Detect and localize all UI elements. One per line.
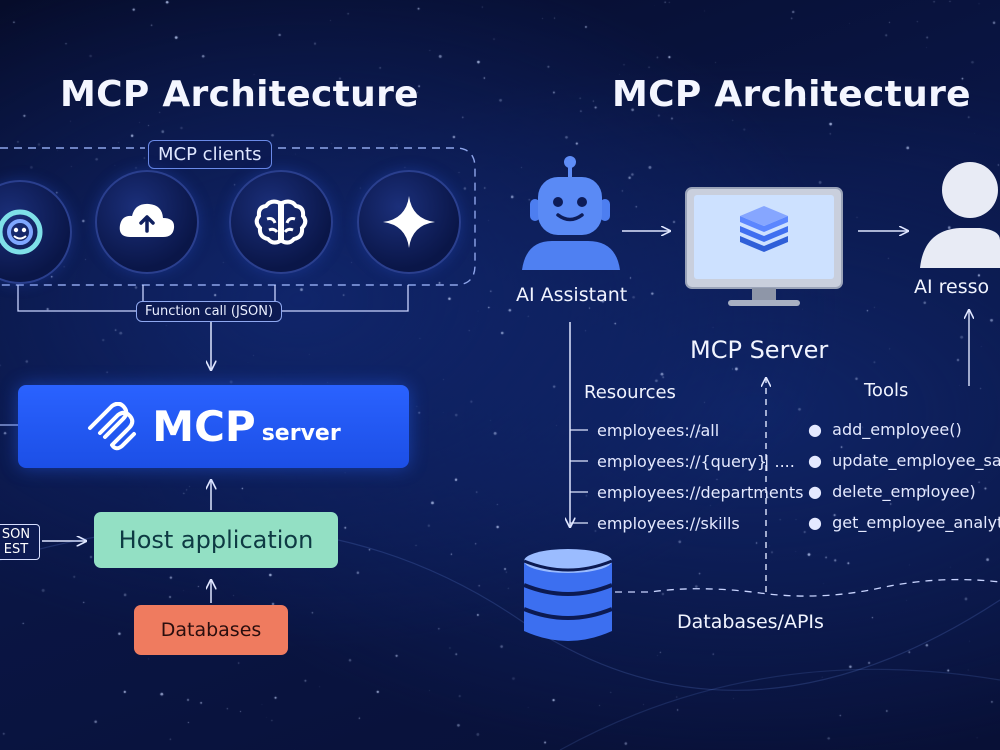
mcp-server-title: MCP (152, 402, 256, 451)
function-call-label: Function call (JSON) (136, 301, 283, 322)
mcp-server-monitor-icon (685, 187, 843, 306)
resources-ellipsis: | .... (764, 452, 795, 471)
database-cylinder-icon (523, 549, 613, 641)
cloud-upload-icon (119, 203, 175, 237)
tool-item-label: delete_employee) (832, 482, 976, 501)
tool-item[interactable]: ● get_employee_analyt (808, 513, 1000, 532)
robot-assistant-icon (522, 156, 620, 270)
json-rest-line1: SON (1, 527, 31, 542)
tool-item-label: get_employee_analyt (832, 513, 1000, 532)
resources-heading: Resources (584, 382, 676, 403)
bullet-icon: ● (808, 420, 822, 439)
ai-resource-label: AI resso (914, 276, 990, 298)
bullet-icon: ● (808, 482, 822, 501)
resource-item[interactable]: employees://{query} (597, 452, 768, 471)
mcp-logo-icon (88, 401, 137, 450)
json-rest-label: SON EST (0, 524, 40, 560)
tool-item[interactable]: ● delete_employee) (808, 482, 976, 501)
mcp-server-label: MCP Server (690, 336, 829, 364)
host-application-box[interactable]: Host application (94, 512, 338, 568)
resource-item[interactable]: employees://departments (597, 483, 804, 502)
tool-item-label: add_employee() (832, 420, 962, 439)
mcp-clients-label: MCP clients (148, 140, 272, 169)
resource-item[interactable]: employees://skills (597, 514, 740, 533)
brain-icon (254, 199, 308, 245)
bullet-icon: ● (808, 513, 822, 532)
tool-item[interactable]: ● update_employee_sala (808, 451, 1000, 470)
tools-heading: Tools (864, 380, 909, 401)
swirl-logo-icon (0, 209, 43, 255)
sparkle-icon (383, 196, 435, 248)
resource-item[interactable]: employees://all (597, 421, 720, 440)
ai-assistant-label: AI Assistant (516, 284, 628, 306)
mcp-server-box[interactable]: MCP server (18, 385, 409, 468)
client-brain[interactable] (229, 170, 333, 274)
bullet-icon: ● (808, 451, 822, 470)
person-user-icon (920, 162, 1000, 268)
mcp-server-subtitle: server (261, 421, 341, 446)
tool-item-label: update_employee_sala (832, 451, 1000, 470)
client-cloud-upload[interactable] (95, 170, 199, 274)
databases-box[interactable]: Databases (134, 605, 288, 655)
json-rest-line2: EST (3, 542, 29, 557)
databases-apis-label: Databases/APIs (677, 611, 824, 633)
client-sparkle[interactable] (357, 170, 461, 274)
left-title: MCP Architecture (60, 74, 419, 115)
right-title: MCP Architecture (612, 74, 971, 115)
tool-item[interactable]: ● add_employee() (808, 420, 962, 439)
